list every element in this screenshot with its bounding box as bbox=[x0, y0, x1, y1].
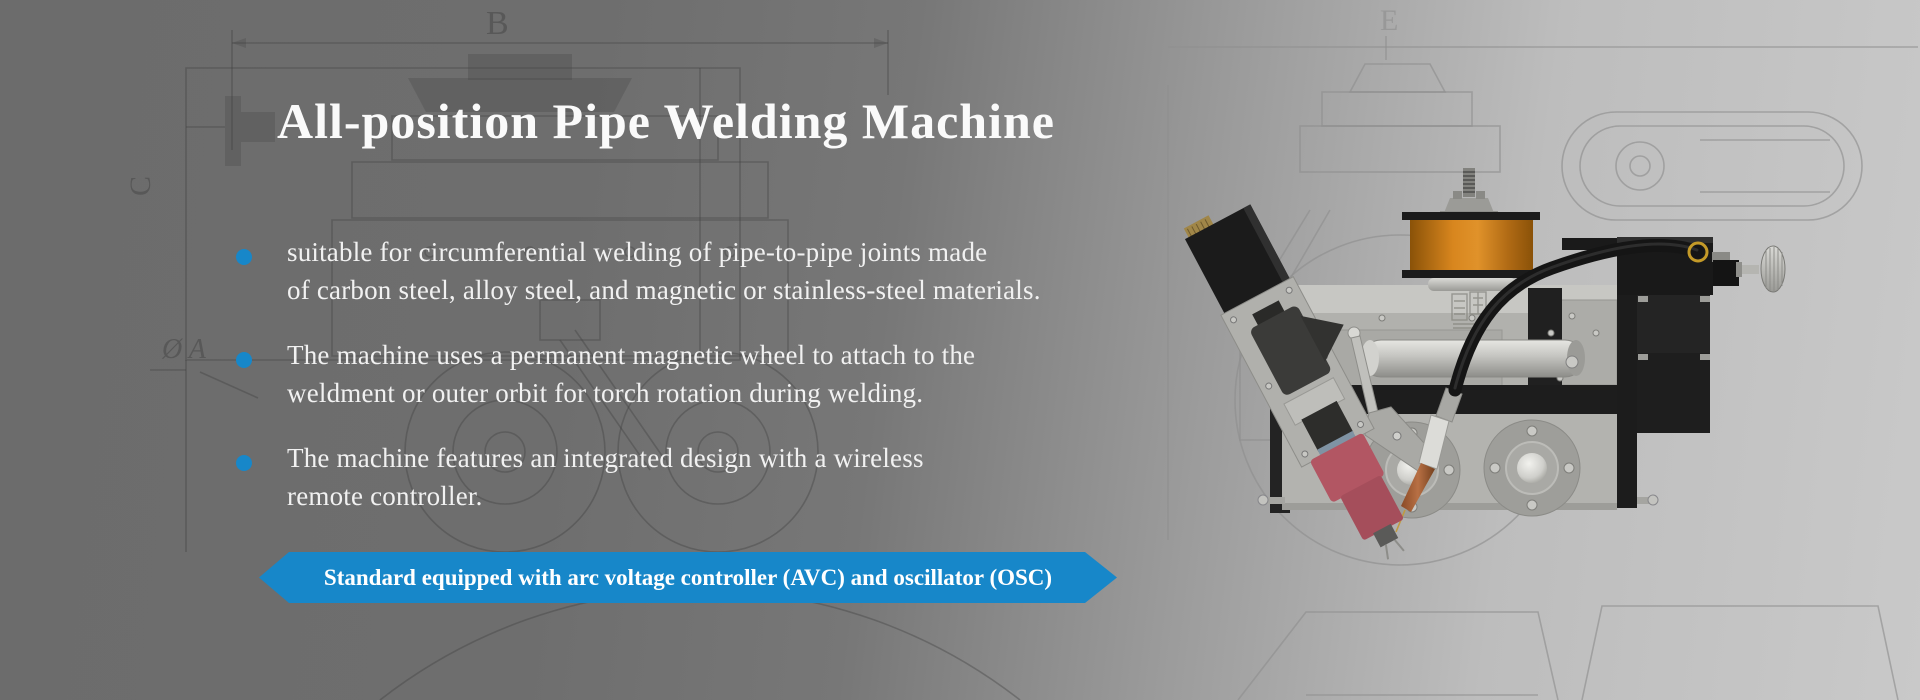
bullet-dot-icon bbox=[236, 455, 252, 471]
wheel-right bbox=[1483, 419, 1581, 517]
dim-label-e: E bbox=[1380, 4, 1398, 37]
dim-label-c: C bbox=[124, 176, 157, 196]
feature-item-materials: suitable for circumferential welding of … bbox=[236, 234, 1041, 309]
dim-label-b: B bbox=[486, 5, 509, 42]
torch-holder-lower bbox=[1341, 475, 1403, 540]
wire-spool bbox=[1402, 168, 1540, 291]
torch-positioner-assembly bbox=[1183, 204, 1405, 560]
feature-text: suitable for circumferential welding of … bbox=[287, 237, 1041, 305]
welding-torch bbox=[1347, 326, 1463, 533]
machine-render bbox=[1183, 168, 1786, 560]
cable-gland-ring bbox=[1687, 241, 1709, 263]
feature-item-magnetic-wheel: The machine uses a permanent magnetic wh… bbox=[236, 337, 1041, 412]
feature-text: The machine uses a permanent magnetic wh… bbox=[287, 340, 976, 408]
ribbon-label: Standard equipped with arc voltage contr… bbox=[323, 564, 1053, 590]
dim-label-diameter: Ø A bbox=[161, 334, 207, 365]
adjust-knob bbox=[1760, 245, 1786, 293]
feature-text: The machine features an integrated desig… bbox=[287, 443, 924, 511]
page-title: All-position Pipe Welding Machine bbox=[277, 93, 1055, 149]
drive-roller bbox=[1361, 339, 1585, 378]
torch-contact-tip bbox=[1401, 463, 1435, 512]
torch-cable bbox=[1448, 238, 1709, 397]
brand-seal-logo bbox=[1451, 291, 1487, 329]
feature-list: suitable for circumferential welding of … bbox=[236, 234, 1041, 543]
welding-wire bbox=[1395, 509, 1406, 533]
ribbon-banner: Standard equipped with arc voltage contr… bbox=[259, 552, 1117, 603]
feature-item-remote-control: The machine features an integrated desig… bbox=[236, 440, 1041, 515]
blueprint-front-view: B C Ø A bbox=[124, 5, 1021, 700]
bullet-dot-icon bbox=[236, 249, 252, 265]
bullet-dot-icon bbox=[236, 352, 252, 368]
spool-drum bbox=[1410, 220, 1533, 271]
